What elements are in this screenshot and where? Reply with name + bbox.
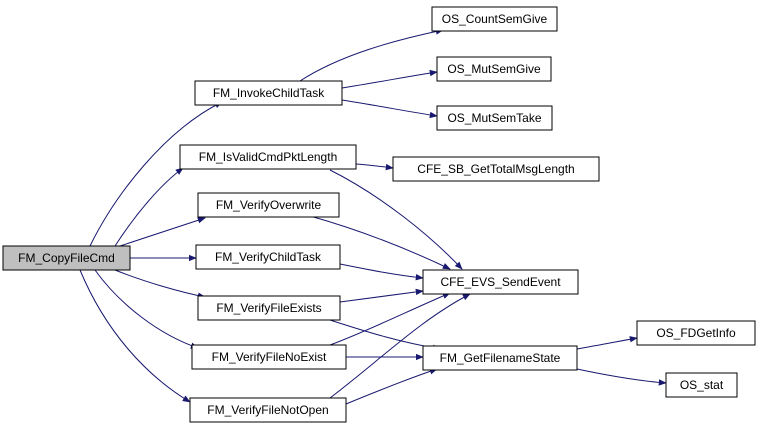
- edge-filenoexist-to-sendevent: [329, 292, 451, 346]
- edge-isvalid-to-sendevent: [329, 169, 463, 270]
- node-label: OS_CountSemGive: [442, 12, 548, 26]
- node-box: [431, 6, 558, 32]
- node-fm-verifyfilenoexist[interactable]: FM_VerifyFileNoExist: [191, 344, 347, 370]
- edge-isvalid-to-gettotalmsglength: [355, 163, 394, 171]
- edge-filenotopen-to-sendevent: [329, 293, 471, 399]
- node-cfe-evs-sendevent[interactable]: CFE_EVS_SendEvent: [422, 269, 579, 295]
- edge-filenotopen-to-getfilenamestate: [345, 368, 438, 405]
- node-box: [194, 80, 343, 106]
- node-box: [422, 269, 579, 295]
- node-fm-verifyoverwrite[interactable]: FM_VerifyOverwrite: [197, 192, 340, 218]
- node-fm-getfilenamestate[interactable]: FM_GetFilenameState: [422, 345, 578, 371]
- edge-invoke-to-countsemgive: [299, 28, 444, 82]
- edge-fileexists-to-sendevent: [339, 288, 424, 303]
- node-os-mutsemtake[interactable]: OS_MutSemTake: [436, 105, 553, 131]
- node-box: [179, 144, 357, 170]
- node-os-stat[interactable]: OS_stat: [665, 372, 738, 398]
- node-fm-verifychildtask[interactable]: FM_VerifyChildTask: [195, 244, 341, 270]
- edge-copy-to-overwrite: [119, 217, 206, 247]
- node-label: FM_GetFilenameState: [440, 351, 561, 365]
- edge-copy-to-isvalid: [114, 167, 184, 247]
- node-label: OS_MutSemGive: [447, 62, 541, 76]
- node-box: [636, 320, 756, 346]
- node-box: [2, 245, 131, 271]
- node-label: CFE_EVS_SendEvent: [440, 275, 561, 289]
- edge-copy-to-filenotopen: [79, 269, 191, 403]
- edge-copy-to-filenoexist: [94, 269, 199, 349]
- node-box: [665, 372, 738, 398]
- edge-invoke-to-mutsemgive: [341, 69, 438, 89]
- edge-copy-to-fileexists: [114, 269, 206, 299]
- node-fm-verifyfileexists[interactable]: FM_VerifyFileExists: [197, 295, 341, 321]
- edge-childtask-to-sendevent: [339, 263, 424, 281]
- node-label: FM_VerifyFileExists: [216, 301, 321, 315]
- node-fm-copyfilecmd[interactable]: FM_CopyFileCmd: [2, 245, 131, 271]
- node-os-mutsemgive[interactable]: OS_MutSemGive: [436, 56, 552, 82]
- node-label: FM_VerifyFileNoExist: [212, 350, 327, 364]
- node-label: OS_FDGetInfo: [656, 326, 736, 340]
- edge-copy-to-invoke: [89, 101, 223, 247]
- node-label: FM_IsValidCmdPktLength: [199, 150, 338, 164]
- edges: [79, 28, 667, 405]
- node-label: OS_MutSemTake: [447, 111, 541, 125]
- node-label: FM_VerifyOverwrite: [216, 198, 322, 212]
- node-label: FM_VerifyChildTask: [215, 250, 322, 264]
- node-fm-isvalidcmdpktlength[interactable]: FM_IsValidCmdPktLength: [179, 144, 357, 170]
- node-os-fdgetinfo[interactable]: OS_FDGetInfo: [636, 320, 756, 346]
- node-box: [195, 244, 341, 270]
- node-label: FM_VerifyFileNotOpen: [207, 403, 328, 417]
- node-box: [189, 397, 347, 423]
- node-box: [197, 295, 341, 321]
- edge-overwrite-to-sendevent: [309, 215, 451, 270]
- node-box: [422, 345, 578, 371]
- node-fm-invokechildtask[interactable]: FM_InvokeChildTask: [194, 80, 343, 106]
- edge-getfilenamestate-to-fdgetinfo: [576, 336, 638, 350]
- node-label: CFE_SB_GetTotalMsgLength: [417, 162, 574, 176]
- node-label: OS_stat: [680, 378, 724, 392]
- node-label: FM_InvokeChildTask: [213, 86, 325, 100]
- edge-invoke-to-mutsemtake: [341, 99, 438, 119]
- node-os-countsemgive[interactable]: OS_CountSemGive: [431, 6, 558, 32]
- node-box: [436, 105, 553, 131]
- node-box: [197, 192, 340, 218]
- node-box: [392, 156, 600, 182]
- node-fm-verifyfilenotopen[interactable]: FM_VerifyFileNotOpen: [189, 397, 347, 423]
- edge-getfilenamestate-to-osstat: [576, 368, 667, 386]
- node-label: FM_CopyFileCmd: [18, 251, 115, 265]
- node-cfe-sb-gettotalmsglength[interactable]: CFE_SB_GetTotalMsgLength: [392, 156, 600, 182]
- node-box: [191, 344, 347, 370]
- node-box: [436, 56, 552, 82]
